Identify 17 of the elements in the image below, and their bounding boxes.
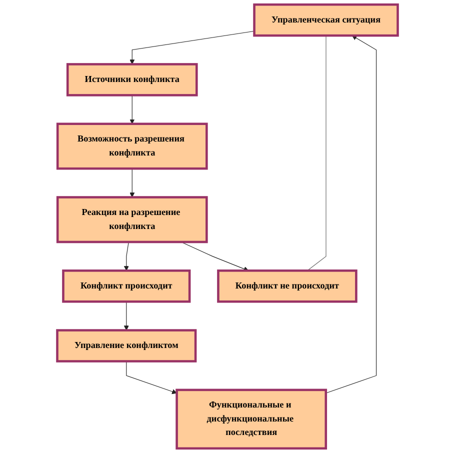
arrow <box>126 360 178 394</box>
arrow <box>124 301 129 331</box>
arrow <box>180 242 249 272</box>
arrow <box>124 242 129 271</box>
node-box: Управление конфликтом <box>56 329 197 362</box>
arrow <box>326 35 377 394</box>
node-box: Конфликт не происходит <box>217 270 358 303</box>
connector <box>307 35 326 271</box>
node-box: Источники конфликта <box>66 63 198 96</box>
arrow <box>130 94 135 124</box>
arrow <box>130 30 255 64</box>
node-box: Функциональные и дисфункциональные последствия <box>176 388 328 450</box>
node-box: Управленческая ситуация <box>253 3 399 37</box>
node-box: Конфликт происходит <box>62 270 191 303</box>
node-box: Возможность разрешения конфликта <box>56 122 208 170</box>
arrow <box>130 168 135 198</box>
node-box: Реакция на разрешение конфликта <box>56 196 208 244</box>
